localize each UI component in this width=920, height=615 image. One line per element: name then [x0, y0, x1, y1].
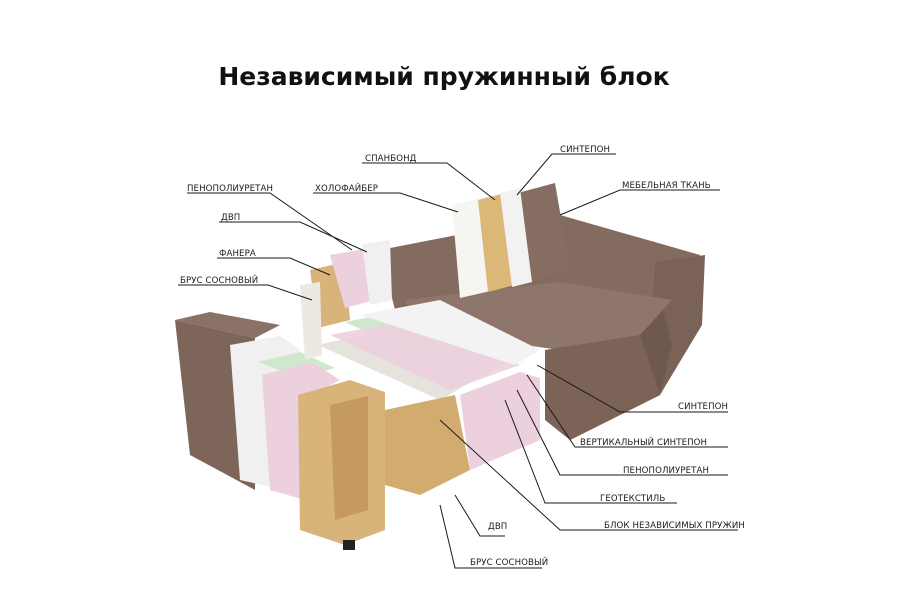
label-pine-beam-left: БРУС СОСНОВЫЙ: [180, 276, 259, 286]
label-geotextile: ГЕОТЕКСТИЛЬ: [600, 494, 666, 504]
left-armrest-top: [175, 312, 280, 338]
leader-geotextile: [504, 399, 677, 504]
white-layer-seat: [360, 300, 540, 365]
cut-layers: [230, 188, 540, 550]
leader-spanbond: [362, 162, 496, 201]
seat-front: [545, 335, 660, 440]
back-pink-foam: [330, 248, 375, 308]
leader-spring-block: [439, 419, 738, 531]
pillow-sintepon: [500, 188, 532, 287]
diagram-title: Независимый пружинный блок: [218, 62, 670, 91]
label-ppu-left: ПЕНОПОЛИУРЕТАН: [187, 184, 274, 194]
back-cut-springs: [300, 282, 322, 360]
leader-furniture-fabric: [559, 189, 720, 216]
leader-dvp-left: [219, 221, 368, 253]
wood-frame-cutout: [330, 396, 368, 520]
leader-ppu-left: [187, 192, 353, 251]
sofa-body: [175, 183, 705, 490]
leader-sintepon-top: [516, 153, 616, 196]
leader-pine-left: [178, 284, 313, 301]
label-spring-block: БЛОК НЕЗАВИСИМЫХ ПРУЖИН: [604, 521, 745, 531]
label-pine-beam-bottom: БРУС СОСНОВЫЙ: [470, 558, 549, 568]
leader-holofiber: [313, 192, 459, 213]
label-dvp-left: ДВП: [221, 213, 241, 223]
leader-vertical-sintepon: [526, 374, 728, 448]
label-sintepon-right: СИНТЕПОН: [678, 402, 729, 412]
leader-dvp-bottom: [454, 494, 505, 537]
label-plywood: ФАНЕРА: [219, 249, 256, 259]
leader-plywood: [217, 257, 331, 276]
leader-lines: [178, 153, 738, 569]
label-vertical-sintepon: ВЕРТИКАЛЬНЫЙ СИНТЕПОН: [580, 438, 708, 448]
wood-base: [385, 395, 470, 495]
sofa-foot: [343, 540, 355, 550]
label-dvp-bottom: ДВП: [488, 522, 508, 532]
label-spanbond: СПАНБОНД: [365, 154, 417, 164]
label-ppu-right: ПЕНОПОЛИУРЕТАН: [623, 466, 710, 476]
pink-side-right: [460, 372, 540, 470]
back-white-layer: [362, 240, 392, 305]
pink-foam-seat: [330, 318, 520, 390]
leader-pine-bottom: [439, 504, 542, 569]
label-holofiber: ХОЛОФАЙБЕР: [315, 184, 379, 194]
label-furniture-fabric: МЕБЕЛЬНАЯ ТКАНЬ: [622, 181, 711, 191]
leader-sintepon-right: [536, 364, 728, 413]
label-sintepon-top: СИНТЕПОН: [560, 145, 611, 155]
leader-ppu-right: [516, 389, 728, 476]
